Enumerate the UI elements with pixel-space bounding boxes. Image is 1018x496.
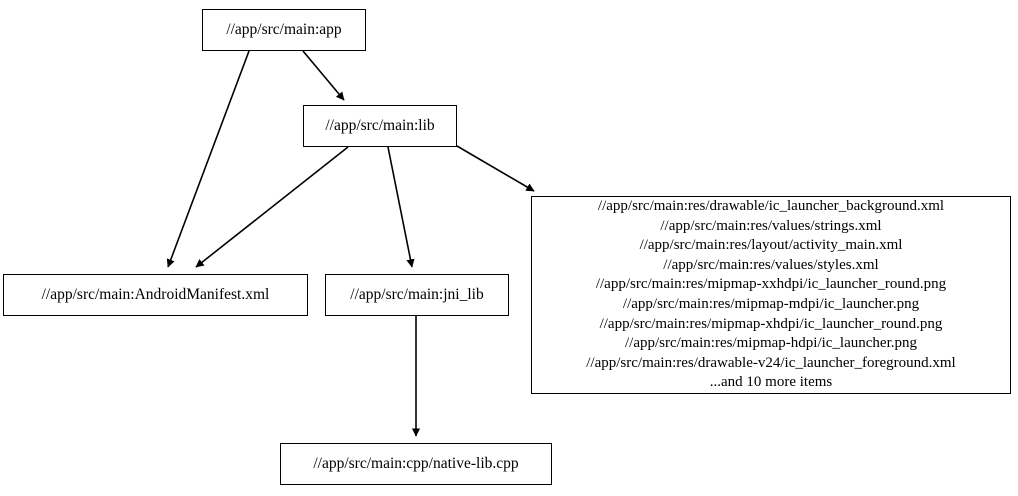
node-android-manifest[interactable]: //app/src/main:AndroidManifest.xml [3, 274, 308, 316]
node-native-lib-cpp-label: //app/src/main:cpp/native-lib.cpp [313, 454, 519, 472]
node-resources-group-label: //app/src/main:res/drawable/ic_launcher_… [586, 198, 956, 391]
node-resources-group[interactable]: //app/src/main:res/drawable/ic_launcher_… [531, 196, 1011, 394]
edge-lib-to-jni-lib [387, 146, 415, 268]
edge-lib-to-manifest [195, 146, 349, 268]
node-jni-lib[interactable]: //app/src/main:jni_lib [325, 274, 509, 316]
node-native-lib-cpp[interactable]: //app/src/main:cpp/native-lib.cpp [280, 443, 552, 485]
node-lib[interactable]: //app/src/main:lib [303, 105, 457, 147]
node-app-label: //app/src/main:app [226, 20, 342, 38]
node-jni-lib-label: //app/src/main:jni_lib [350, 285, 484, 303]
node-app[interactable]: //app/src/main:app [202, 9, 366, 51]
edge-app-to-lib [302, 50, 345, 101]
edge-app-to-manifest [166, 50, 250, 268]
node-android-manifest-label: //app/src/main:AndroidManifest.xml [41, 285, 270, 303]
node-lib-label: //app/src/main:lib [325, 116, 435, 134]
edge-lib-to-resources [456, 145, 535, 192]
